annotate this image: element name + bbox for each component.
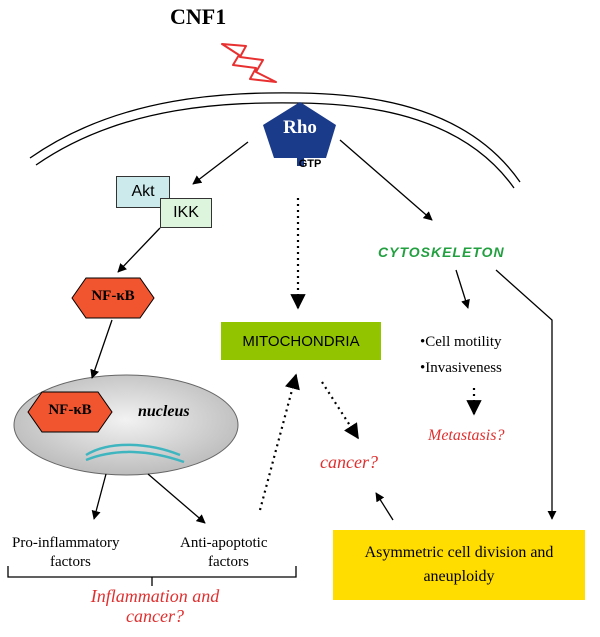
pro-inflammatory-label-1: Pro-inflammatory [12,535,120,551]
cancer-label: cancer? [320,452,378,472]
rho-pentagon [263,102,336,166]
nfkb-label-nucleus: NF-κB [48,402,92,418]
nfkb-label-top: NF-κB [91,288,135,304]
gtp-label: GTP [298,158,322,170]
nucleus-label: nucleus [138,403,190,420]
inflammation-label-1: Inflammation and [90,586,220,606]
asymmetric-label-2: aneuploidy [423,568,495,585]
cytoskeleton-label: CYTOSKELETON [378,244,505,260]
metastasis-label: Metastasis? [428,427,505,444]
anti-apoptotic-label-2: factors [208,554,249,570]
mitochondria-box: MITOCHONDRIA [221,322,381,360]
solid-arrows [90,139,557,524]
inflammation-cancer-label: Inflammation and cancer? [40,586,270,626]
dna-icon [85,443,185,464]
title-cnf1: CNF1 [170,4,227,29]
anti-apoptotic-label-1: Anti-apoptotic [180,535,268,551]
rho-label: Rho [283,117,317,138]
asymmetric-division-box: Asymmetric cell division and aneuploidy [333,530,585,600]
lightning-bolt-icon [221,43,277,83]
pro-inflammatory-label-2: factors [50,554,91,570]
ikk-box: IKK [160,198,212,228]
nfkb-hexagon-top [71,277,155,319]
nfkb-hexagon-nucleus [27,391,113,433]
invasiveness-label: •Invasiveness [420,360,502,376]
asymmetric-label-1: Asymmetric cell division and [364,544,554,561]
cell-motility-label: •Cell motility [420,334,502,350]
bottom-bracket [7,566,297,586]
inflammation-label-2: cancer? [126,606,184,626]
dotted-arrows [258,198,482,511]
